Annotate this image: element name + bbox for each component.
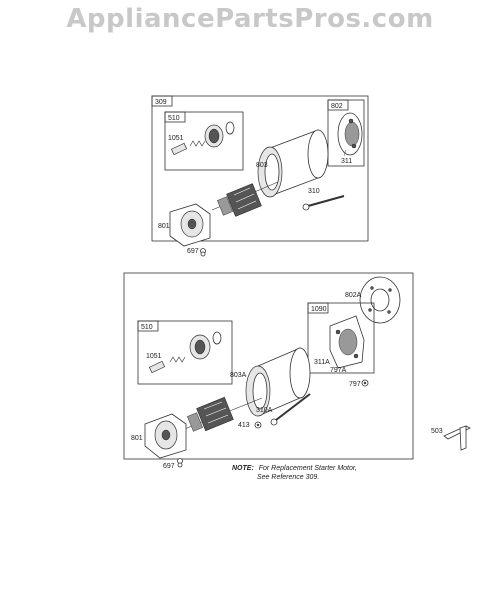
assembly-309-label: 309 [155, 99, 167, 106]
part-drive-end-plate-b[interactable] [144, 413, 187, 459]
part-washer-697[interactable] [200, 248, 206, 257]
part-1051-label: 1051 [168, 135, 184, 142]
part-797-label: 797 [349, 381, 361, 388]
part-310-label: 310 [308, 188, 320, 195]
part-motor-housing-b[interactable] [245, 347, 311, 417]
part-pinion-gear[interactable] [204, 121, 235, 148]
part-1051b-label: 1051 [146, 353, 162, 360]
subassembly-510-tag [164, 111, 186, 123]
part-through-bolt[interactable] [302, 195, 345, 211]
part-washer-697b[interactable] [177, 458, 183, 468]
part-end-cap[interactable] [337, 112, 363, 156]
subassembly-510b-label: 510 [141, 324, 153, 331]
part-310a-label: 310A [256, 407, 273, 414]
part-nut-413[interactable] [254, 421, 262, 429]
part-through-bolt-b[interactable] [270, 393, 311, 426]
note-text-1: For Replacement Starter Motor, [259, 465, 357, 472]
part-311a-label: 311A [314, 359, 330, 366]
part-motor-housing[interactable] [257, 129, 329, 198]
part-803a-label: 803A [230, 372, 247, 379]
assembly-309: 309 510 1051 802 311 [151, 95, 369, 257]
part-end-plate-802a[interactable] [359, 276, 401, 324]
assembly-309-frame [151, 95, 369, 242]
part-spring-b[interactable] [169, 356, 186, 363]
subassembly-510-label: 510 [168, 115, 180, 122]
endcap-1090-label: 1090 [311, 306, 327, 313]
part-413-label: 413 [238, 422, 250, 429]
part-armature-b[interactable] [181, 396, 263, 432]
part-697b-label: 697 [163, 463, 175, 470]
part-armature[interactable] [211, 181, 279, 217]
part-1051b-pin[interactable] [148, 360, 166, 374]
part-503-label: 503 [431, 428, 443, 435]
watermark-logo: AppliancePartsPros.com [66, 4, 434, 34]
endcap-1090-tag [307, 302, 329, 314]
part-802a-label: 802A [345, 292, 362, 299]
note-line-2: See Reference 309. [257, 474, 319, 481]
note-prefix: NOTE: [232, 465, 254, 472]
part-1051-pin[interactable] [170, 142, 188, 156]
part-bracket-503[interactable] [443, 425, 471, 451]
note-line-1: NOTE: For Replacement Starter Motor, [232, 465, 357, 472]
part-end-cap-b[interactable] [329, 315, 365, 369]
endcap-802-tag [327, 99, 349, 111]
part-drive-end-plate[interactable] [169, 203, 211, 247]
assembly-309-tag [151, 95, 173, 107]
part-797a-label: 797A [330, 367, 347, 374]
assembly-bottom-frame [123, 272, 414, 460]
subassembly-510b-frame [137, 320, 233, 385]
part-pinion-gear-b[interactable] [189, 331, 222, 360]
part-nut-797[interactable] [361, 379, 369, 387]
part-801-label: 801 [158, 223, 170, 230]
subassembly-510b-tag [137, 320, 159, 332]
subassembly-510-frame [164, 111, 244, 171]
endcap-802-label: 802 [331, 103, 343, 110]
part-803-label: 803 [256, 162, 268, 169]
part-801b-label: 801 [131, 435, 143, 442]
part-697-label: 697 [187, 248, 199, 255]
part-311-label: 311 [341, 158, 352, 165]
assembly-bottom: 510 1051 802A 1090 [123, 272, 414, 460]
part-spring[interactable] [189, 140, 206, 147]
endcap-1090-frame [307, 302, 375, 374]
